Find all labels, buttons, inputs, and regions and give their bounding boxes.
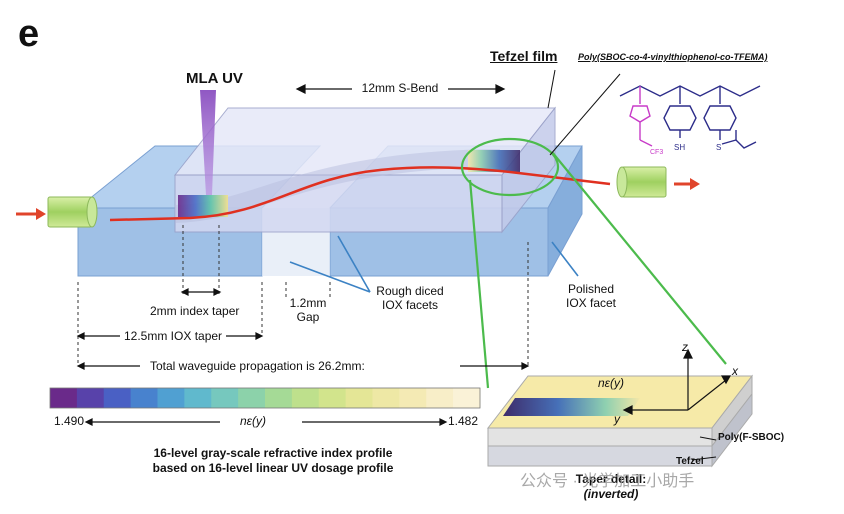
gradient-level-8	[238, 388, 266, 408]
gradient-bar-frame	[49, 387, 481, 409]
output-arrow	[674, 178, 700, 190]
refractive-index-bar	[49, 387, 481, 409]
gradient-level-9	[265, 388, 293, 408]
waveguide-core	[109, 166, 611, 222]
gradient-level-15	[426, 388, 454, 408]
gradient-level-16	[453, 388, 481, 408]
gradient-level-11	[318, 388, 347, 408]
polymer-leader	[549, 73, 621, 156]
profile-caption-line2: based on 16-level linear UV dosage profi…	[152, 461, 394, 475]
gradient-level-7	[211, 388, 239, 408]
detail-leaders	[691, 436, 717, 461]
axis-y-label: y	[614, 412, 620, 426]
s-bend-label: 12mm S-Bend	[361, 81, 439, 95]
gradient-level-12	[345, 388, 373, 408]
polished-facet-label: Polished IOX facet	[565, 282, 617, 311]
taper-detail	[486, 374, 754, 468]
gradient-level-6	[184, 388, 212, 408]
tefzel-film-label: Tefzel film	[490, 48, 558, 64]
gradient-level-3	[103, 388, 132, 408]
left-taper-gradient	[178, 195, 228, 217]
gradient-level-14	[399, 388, 427, 408]
iox-taper-label: 12.5mm IOX taper	[124, 329, 223, 343]
input-arrow	[16, 208, 46, 220]
uv-beam	[200, 90, 216, 195]
structure-s: S	[716, 143, 721, 152]
structure-cf3: CF3	[650, 149, 663, 156]
mla-uv-label: MLA UV	[186, 70, 243, 87]
structure-sh: SH	[674, 143, 685, 152]
polymer-block	[173, 106, 557, 234]
ri-left-value: 1.490	[54, 414, 85, 428]
gradient-level-10	[291, 388, 320, 408]
gradient-level-5	[157, 388, 185, 408]
axis-x-label: x	[732, 364, 738, 378]
panel-letter: e	[18, 13, 39, 55]
detail-axes	[622, 348, 732, 415]
tefzel-detail-label: Tefzel	[676, 456, 704, 467]
polymer-structure-icon	[619, 85, 761, 149]
polymer-formula-label: Poly(SBOC-co-4-vinylthiophenol-co-TFEMA)	[578, 52, 768, 62]
ri-right-value: 1.482	[448, 414, 479, 428]
taper-callout	[460, 137, 727, 389]
taper-detail-title: Taper detail:	[575, 472, 647, 486]
ne-profile-label: nε(y)	[240, 414, 266, 428]
input-fiber	[47, 196, 98, 228]
gradient-level-13	[372, 388, 400, 408]
watermark-text: 公众号 · 光学加工小助手	[520, 473, 695, 490]
dimension-arrows	[76, 288, 530, 426]
detail-ne-label: nε(y)	[598, 376, 624, 390]
index-taper-label: 2mm index taper	[150, 304, 240, 318]
facet-leaders	[289, 235, 579, 293]
right-taper-gradient	[468, 150, 520, 172]
tefzel-leader	[547, 69, 556, 109]
output-fiber	[616, 166, 667, 198]
profile-caption-line1: 16-level gray-scale refractive index pro…	[153, 446, 393, 460]
total-propagation-label: Total waveguide propagation is 26.2mm:	[146, 359, 369, 374]
gradient-level-4	[130, 388, 158, 408]
gradient-level-2	[76, 388, 105, 408]
taper-detail-inverted: (inverted)	[583, 487, 639, 501]
poly-fsboc-label: Poly(F-SBOC)	[718, 432, 785, 443]
rough-facets-label: Rough diced IOX facets	[376, 284, 444, 313]
gradient-level-1	[50, 388, 78, 408]
dimension-guides	[77, 225, 529, 366]
s-bend-dimension	[295, 84, 506, 94]
gap-label: 1.2mm Gap	[289, 296, 327, 325]
axis-z-label: z	[682, 340, 688, 354]
